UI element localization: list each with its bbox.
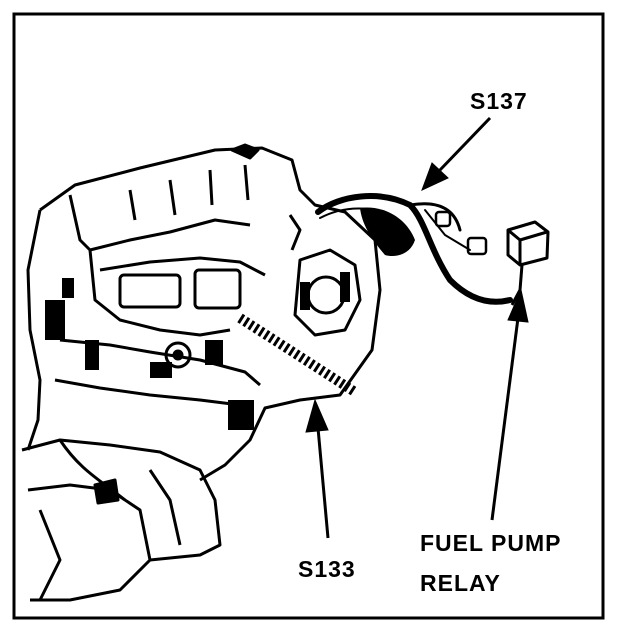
- transmission: [21, 438, 222, 602]
- engine-block: [26, 143, 382, 482]
- callout-arrows: [305, 116, 529, 539]
- label-s137: S137: [470, 88, 528, 114]
- arrow-s133: [305, 398, 329, 433]
- label-relay: RELAY: [420, 570, 501, 596]
- engine-shading: [45, 272, 350, 430]
- wiring-harness-upper: [315, 193, 513, 305]
- fuel-pump-relay: [506, 220, 550, 306]
- connectors: [434, 210, 488, 256]
- wiring-harness-lower: [237, 313, 358, 397]
- label-s133: S133: [298, 556, 356, 582]
- harness-clip: [360, 207, 415, 257]
- label-fuel-pump: FUEL PUMP: [420, 530, 562, 556]
- diagram-border: [12, 12, 605, 620]
- arrow-fuel-pump-relay: [507, 288, 529, 323]
- arrow-s137: [421, 162, 449, 191]
